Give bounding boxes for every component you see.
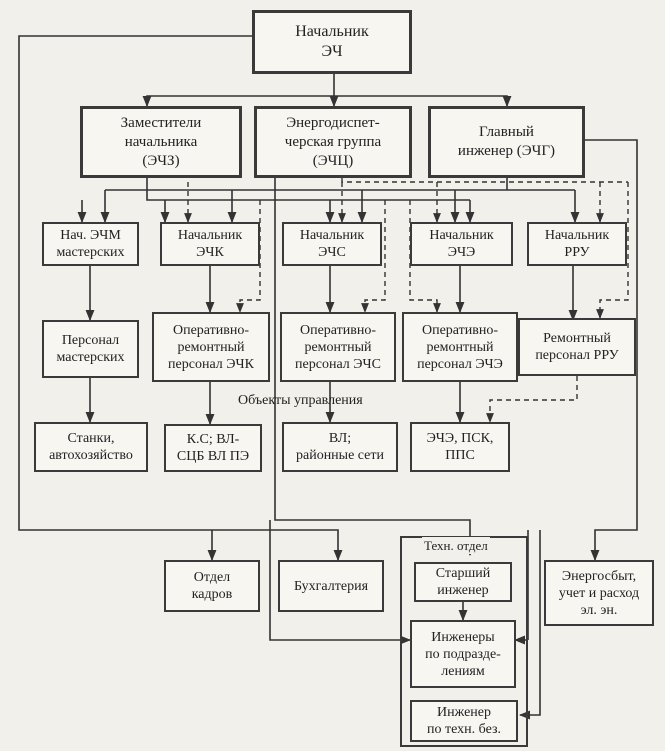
- rru-head-node: Начальник РРУ: [527, 222, 627, 266]
- senior-engineer-node: Старший инженер: [414, 562, 512, 602]
- ehs-staff-node: Оперативно- ремонтный персонал ЭЧС: [280, 312, 396, 382]
- ehe-head-node: Начальник ЭЧЭ: [410, 222, 513, 266]
- ehk-staff-node: Оперативно- ремонтный персонал ЭЧК: [152, 312, 270, 382]
- rru-staff-node: Ремонтный персонал РРУ: [518, 318, 636, 376]
- dispatch-group-node: Энергодиспет- черская группа (ЭЧЦ): [254, 106, 412, 178]
- ks-vl-node: К.С; ВЛ- СЦБ ВЛ ПЭ: [164, 424, 262, 472]
- control-objects-label: Объекты управления: [238, 393, 363, 408]
- ehm-head-node: Нач. ЭЧМ мастерских: [42, 222, 139, 266]
- hr-node: Отдел кадров: [164, 560, 260, 612]
- ehk-head-node: Начальник ЭЧК: [160, 222, 260, 266]
- division-engineers-node: Инженеры по подразде- лениям: [410, 620, 516, 688]
- deputies-node: Заместители начальника (ЭЧЗ): [80, 106, 242, 178]
- ehe-pps-node: ЭЧЭ, ПСК, ППС: [410, 422, 510, 472]
- workshop-staff-node: Персонал мастерских: [42, 320, 139, 378]
- head-node: Начальник ЭЧ: [252, 10, 412, 74]
- ehs-head-node: Начальник ЭЧС: [282, 222, 382, 266]
- energy-sales-node: Энергосбыт, учет и расход эл. эн.: [544, 560, 654, 626]
- safety-engineer-node: Инженер по техн. без.: [410, 700, 518, 742]
- chief-engineer-node: Главный инженер (ЭЧГ): [428, 106, 585, 178]
- vl-networks-node: ВЛ; районные сети: [282, 422, 398, 472]
- ehe-staff-node: Оперативно- ремонтный персонал ЭЧЭ: [402, 312, 518, 382]
- tech-dept-label: Техн. отдел: [422, 537, 490, 554]
- accounting-node: Бухгалтерия: [278, 560, 384, 612]
- machines-node: Станки, автохозяйство: [34, 422, 148, 472]
